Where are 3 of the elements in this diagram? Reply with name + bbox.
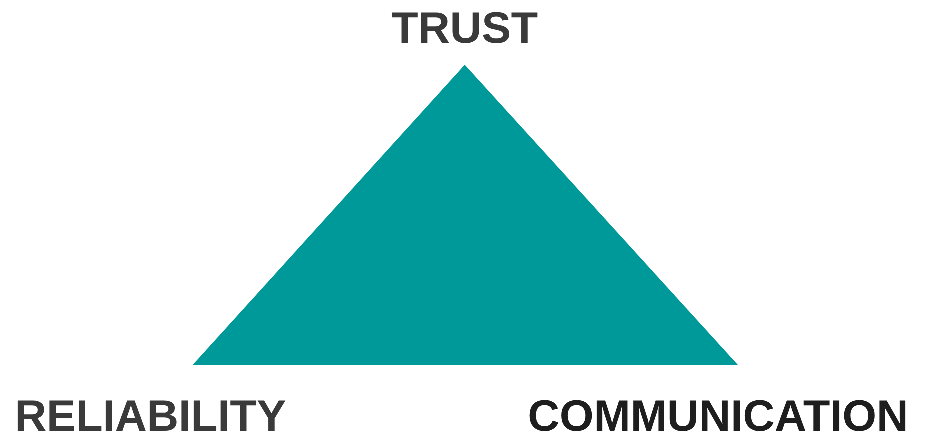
corner-label: TRUST: [392, 4, 538, 54]
corner-label: RELIABILITY: [15, 392, 286, 437]
corner-label: COMMUNICATION: [528, 392, 908, 437]
